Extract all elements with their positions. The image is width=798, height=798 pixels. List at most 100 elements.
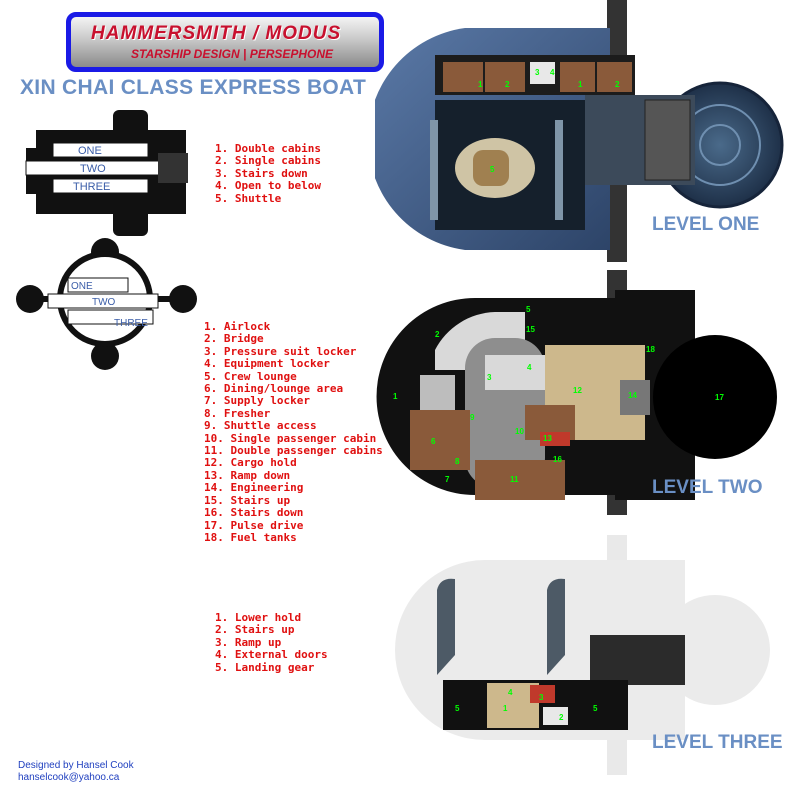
banner-subtitle: STARSHIP DESIGN | PERSEPHONE <box>131 47 334 61</box>
legend-item: 12. Cargo hold <box>204 456 297 470</box>
l2-ramp <box>540 432 570 446</box>
svg-text:11: 11 <box>510 475 519 484</box>
svg-text:15: 15 <box>526 325 535 334</box>
legend-item: 16. Stairs down <box>204 506 304 520</box>
l2-engineering <box>620 380 650 415</box>
top-label-one: ONE <box>71 281 93 292</box>
legend-item: 18. Fuel tanks <box>204 530 297 544</box>
l1-cabin-2b <box>597 62 632 92</box>
top-view-diagram: ONE TWO THREE <box>16 238 197 370</box>
svg-text:9: 9 <box>470 413 475 422</box>
top-label-two: TWO <box>92 297 116 308</box>
legend-item: 3. Pressure suit locker <box>204 344 357 358</box>
legend-item: 13. Ramp down <box>204 468 291 482</box>
svg-text:4: 4 <box>550 68 555 77</box>
l2-double-cabins <box>475 460 565 500</box>
svg-text:6: 6 <box>431 437 436 446</box>
legend-item: 17. Pulse drive <box>204 518 304 532</box>
l3-stairs <box>543 707 568 725</box>
level-two-legend: 1. Airlock 2. Bridge 3. Pressure suit lo… <box>204 320 383 544</box>
svg-text:5: 5 <box>490 165 495 174</box>
legend-item: 2. Single cabins <box>215 154 321 168</box>
l2-airlock <box>420 375 455 410</box>
designer-email: hanselcook@yahoo.ca <box>18 772 120 783</box>
top-label-three: THREE <box>114 318 148 329</box>
level-three-plan: 5 4 1 3 2 5 <box>395 535 770 775</box>
legend-item: 1. Lower hold <box>215 611 302 624</box>
svg-text:10: 10 <box>515 427 524 436</box>
l1-cabin-1a <box>443 62 483 92</box>
svg-text:2: 2 <box>435 330 440 339</box>
level-three-label: LEVEL THREE <box>652 732 783 753</box>
side-label-three: THREE <box>73 181 110 193</box>
svg-text:2: 2 <box>505 80 510 89</box>
legend-item: 14. Engineering <box>204 481 304 495</box>
legend-item: 5. Shuttle <box>215 191 282 205</box>
svg-text:2: 2 <box>615 80 620 89</box>
svg-text:1: 1 <box>478 80 483 89</box>
legend-item: 4. Open to below <box>215 179 321 193</box>
svg-text:1: 1 <box>393 392 398 401</box>
svg-text:1: 1 <box>578 80 583 89</box>
l3-ramp <box>530 685 555 703</box>
legend-item: 9. Shuttle access <box>204 419 317 433</box>
top-pod-west <box>16 285 44 313</box>
l3-landing-strut-right <box>547 578 565 675</box>
svg-text:7: 7 <box>445 475 450 484</box>
l2-dining-area <box>410 410 470 470</box>
legend-item: 3. Stairs down <box>215 166 308 180</box>
svg-text:13: 13 <box>543 434 552 443</box>
legend-item: 5. Landing gear <box>215 660 315 674</box>
side-label-two: TWO <box>80 163 106 175</box>
svg-text:5: 5 <box>526 305 531 314</box>
svg-text:8: 8 <box>455 457 460 466</box>
l1-cabin-2a <box>485 62 525 92</box>
svg-text:4: 4 <box>527 363 532 372</box>
l2-pulse-drive <box>653 335 777 459</box>
side-label-one: ONE <box>78 145 102 157</box>
legend-item: 15. Stairs up <box>204 493 291 507</box>
top-pod-south <box>91 342 119 370</box>
level-three-legend: 1. Lower hold 2. Stairs up 3. Ramp up 4.… <box>215 611 328 674</box>
legend-item: 11. Double passenger cabins <box>204 444 383 458</box>
side-view-diagram: ONE TWO THREE <box>25 110 188 236</box>
legend-item: 4. External doors <box>215 648 328 662</box>
legend-item: 3. Ramp up <box>215 635 282 649</box>
svg-text:14: 14 <box>628 391 637 400</box>
svg-text:4: 4 <box>508 688 513 697</box>
svg-text:16: 16 <box>553 455 562 464</box>
designer-credit: Designed by Hansel Cook <box>18 760 134 771</box>
svg-text:17: 17 <box>715 393 724 402</box>
legend-item: 1. Airlock <box>204 320 271 333</box>
l3-landing-strut-left <box>437 578 455 675</box>
ship-class-title: XIN CHAI CLASS EXPRESS BOAT <box>20 76 367 99</box>
legend-item: 5. Crew lounge <box>204 369 297 383</box>
banner-title: HAMMERSMITH / MODUS <box>91 23 342 44</box>
level-one-plan: 1 2 3 4 1 2 5 <box>375 0 784 262</box>
level-one-label: LEVEL ONE <box>652 214 760 235</box>
legend-item: 7. Supply locker <box>204 394 310 408</box>
level-one-legend: 1. Double cabins 2. Single cabins 3. Sta… <box>215 142 321 205</box>
l1-stairs <box>530 62 555 84</box>
svg-text:2: 2 <box>559 713 564 722</box>
svg-text:1: 1 <box>503 704 508 713</box>
legend-item: 10. Single passenger cabin <box>204 431 377 445</box>
legend-item: 4. Equipment locker <box>204 357 330 371</box>
legend-item: 2. Bridge <box>204 332 264 346</box>
l1-cabin-1b <box>560 62 595 92</box>
svg-text:12: 12 <box>573 386 582 395</box>
legend-item: 2. Stairs up <box>215 623 295 637</box>
svg-text:3: 3 <box>535 68 540 77</box>
svg-text:5: 5 <box>455 704 460 713</box>
svg-text:5: 5 <box>593 704 598 713</box>
l3-engine <box>590 635 685 685</box>
svg-text:3: 3 <box>539 693 544 702</box>
top-pod-east <box>169 285 197 313</box>
title-banner: HAMMERSMITH / MODUS STARSHIP DESIGN | PE… <box>66 12 384 72</box>
legend-item: 1. Double cabins <box>215 142 321 155</box>
legend-item: 6. Dining/lounge area <box>204 382 344 396</box>
legend-item: 8. Fresher <box>204 406 271 420</box>
side-tower-bottom <box>113 208 148 236</box>
svg-text:3: 3 <box>487 373 492 382</box>
